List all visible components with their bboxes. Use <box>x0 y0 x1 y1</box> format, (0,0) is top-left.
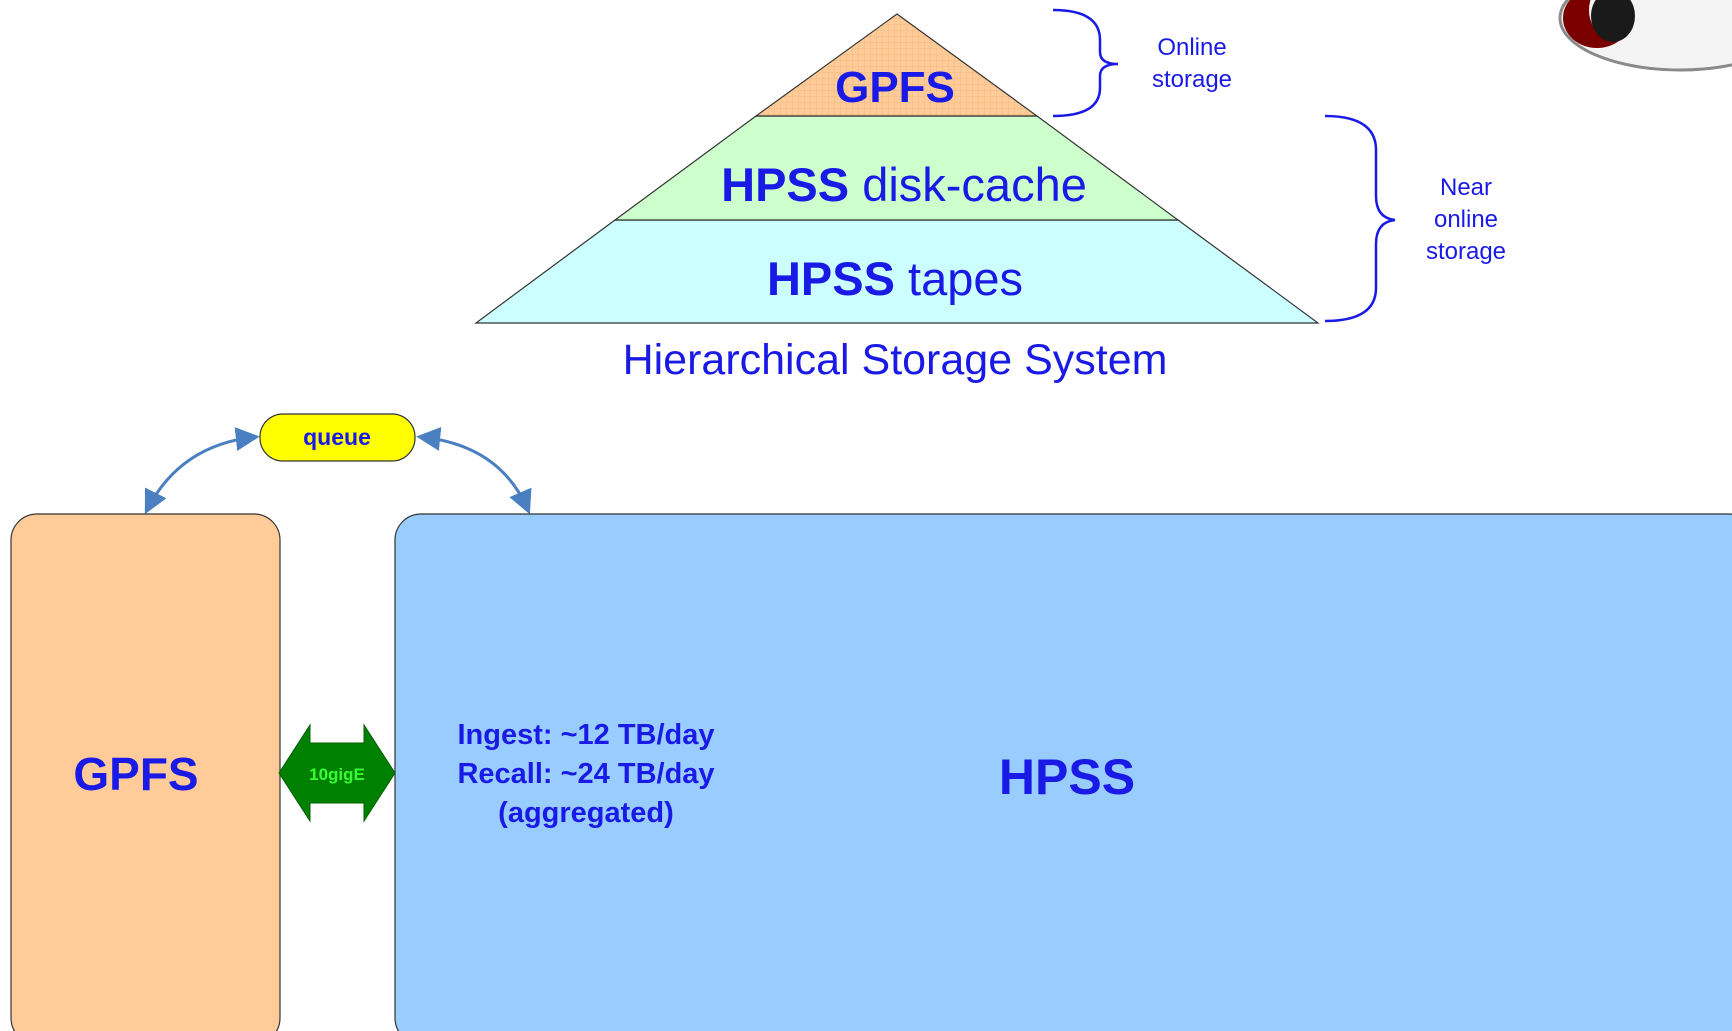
disk-cache-label-rest: disk-cache <box>849 158 1087 211</box>
link-label: 10gigE <box>309 765 365 784</box>
near-storage-label-3: storage <box>1426 238 1506 265</box>
queue-hpss-arrow <box>416 427 532 515</box>
logo <box>1558 0 1732 72</box>
gpfs-box: GPFS <box>10 513 281 1031</box>
queue: queue <box>259 413 416 462</box>
queue-pill <box>259 413 416 462</box>
tapes-label-bold: HPSS <box>767 252 895 305</box>
pyramid-caption: Hierarchical Storage System <box>623 336 1168 384</box>
storage-pyramid: GPFS HPSS disk-cache HPSS tapes Hierarch… <box>474 13 1320 384</box>
online-storage-label-2: storage <box>1152 66 1232 93</box>
disk-cache-label-bold: HPSS <box>721 158 849 211</box>
pyramid-tapes-label: HPSS tapes <box>767 252 1023 305</box>
online-storage-label-1: Online <box>1157 34 1226 61</box>
queue-gpfs-arrow <box>144 427 260 515</box>
near-storage-label-1: Near <box>1440 174 1492 201</box>
hpss-rate-line-3: (aggregated) <box>498 797 674 829</box>
hpss-rate-line-2: Recall: ~24 TB/day <box>457 758 714 790</box>
tapes-label-rest: tapes <box>895 252 1023 305</box>
queue-label: queue <box>303 424 371 450</box>
pyramid-tier-gpfs <box>754 13 1039 117</box>
link-arrow-shape <box>278 723 396 823</box>
hpss-rate-line-1: Ingest: ~12 TB/day <box>457 719 714 751</box>
hpss-box: HPSS Ingest: ~12 TB/day Recall: ~24 TB/d… <box>394 513 1732 1031</box>
link-arrow: 10gigE <box>278 723 396 823</box>
near-storage-label-2: online <box>1434 206 1498 233</box>
online-storage-brace: Online storage <box>1052 8 1232 118</box>
near-online-storage-brace: Near online storage <box>1324 114 1506 323</box>
pyramid-disk-cache-label: HPSS disk-cache <box>721 158 1087 211</box>
pyramid-gpfs-label: GPFS <box>835 63 955 112</box>
hpss-box-label: HPSS <box>999 749 1135 805</box>
gpfs-box-label: GPFS <box>73 748 198 800</box>
